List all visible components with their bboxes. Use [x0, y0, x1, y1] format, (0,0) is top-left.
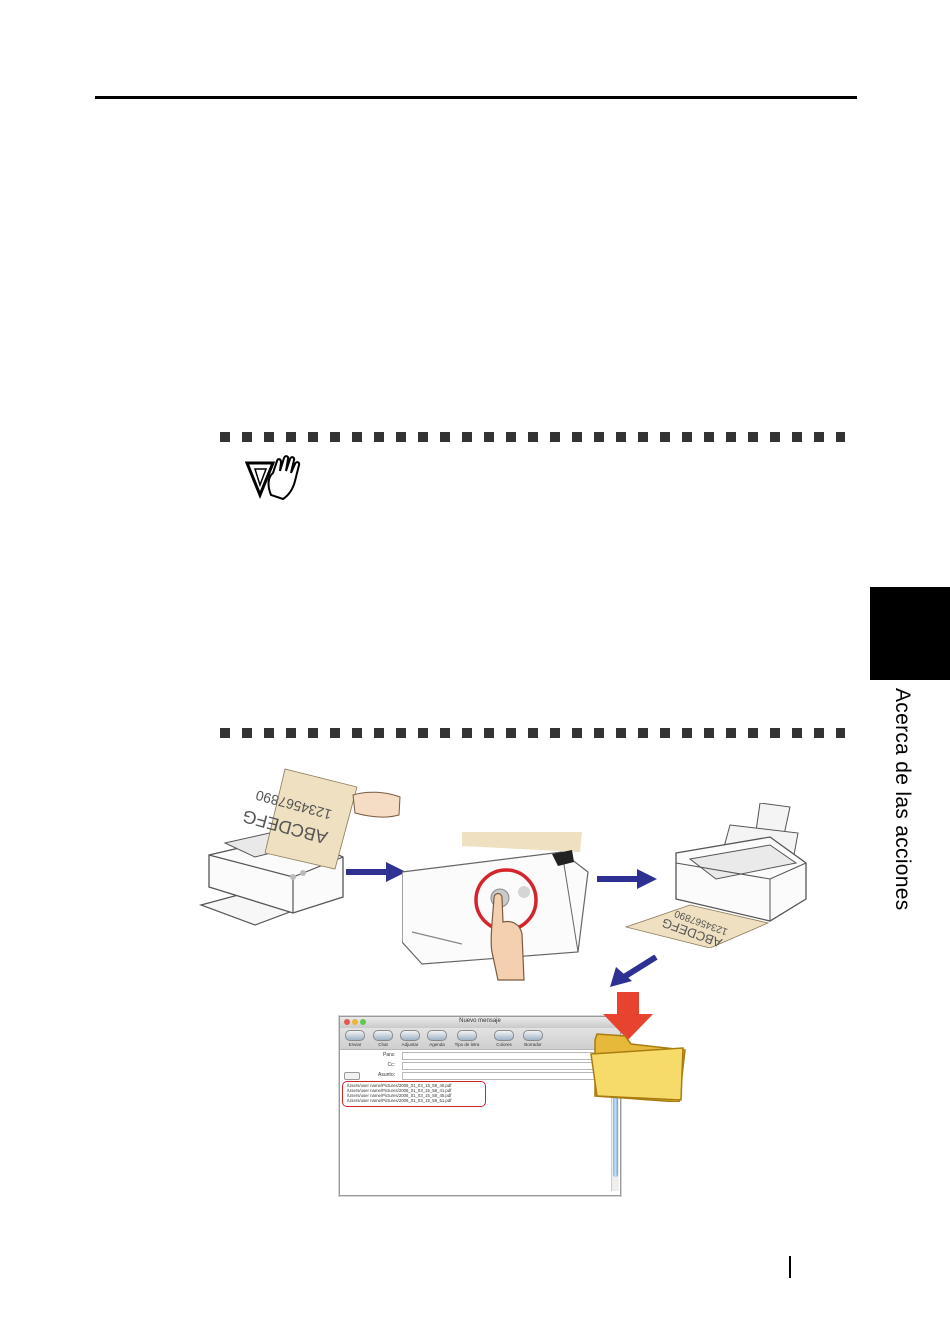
paperclip-icon — [400, 1030, 420, 1041]
subject-label: Asunto: — [378, 1072, 395, 1078]
mail-window-title: Nuevo mensaje — [459, 1018, 501, 1024]
scanner-output-illustration: 1234567890 ABCDEFG — [624, 803, 807, 948]
arrow-down-left-icon — [610, 955, 658, 987]
close-window-button[interactable] — [344, 1019, 350, 1025]
color-wheel-icon — [494, 1030, 514, 1041]
chapter-tab — [870, 587, 950, 680]
send-button[interactable]: Enviar — [342, 1030, 368, 1047]
attachment-item: /Users/user name/Pictures/2006_01_03_15_… — [347, 1093, 452, 1098]
chat-icon — [373, 1030, 393, 1041]
minimize-window-button[interactable] — [352, 1019, 358, 1025]
zoom-window-button[interactable] — [360, 1019, 366, 1025]
scroll-thumb[interactable] — [613, 1087, 618, 1177]
cc-field[interactable] — [402, 1062, 600, 1070]
font-icon — [457, 1030, 477, 1041]
attachment-item: /Users/user name/Pictures/2006_01_03_15_… — [347, 1083, 452, 1088]
caution-hand-icon — [244, 455, 301, 501]
account-menu-button[interactable] — [344, 1072, 360, 1080]
to-row: Para: — [340, 1051, 620, 1061]
send-icon — [345, 1030, 365, 1041]
arrow-right-icon-2 — [597, 869, 657, 889]
note-top-divider — [220, 432, 845, 442]
mail-compose-window: Nuevo mensaje Enviar Chat Adjuntar Agend… — [339, 1016, 621, 1196]
cc-row: Cc: — [340, 1061, 620, 1071]
draft-button[interactable]: Borrador — [520, 1030, 546, 1047]
attachment-item: /Users/user name/Pictures/2006_01_03_15_… — [347, 1098, 452, 1103]
attachments-highlight — [342, 1081, 486, 1107]
to-label: Para: — [383, 1052, 395, 1058]
scanner-loading-illustration: 1234567890 ABCDEFG — [199, 768, 401, 926]
subject-field[interactable] — [402, 1072, 600, 1080]
cc-label: Cc: — [387, 1062, 396, 1068]
arrow-right-icon — [346, 862, 406, 882]
chat-button[interactable]: Chat — [370, 1030, 396, 1047]
scan-button-press-illustration — [402, 832, 589, 981]
chapter-title: Acerca de las acciones — [891, 688, 914, 911]
attach-button[interactable]: Adjuntar — [397, 1030, 423, 1047]
message-scrollbar[interactable] — [611, 1083, 619, 1191]
attachment-item: /Users/user name/Pictures/2006_01_03_15_… — [347, 1088, 452, 1093]
message-body[interactable]: /Users/user name/Pictures/2006_01_03_15_… — [344, 1083, 494, 1103]
address-book-icon — [427, 1030, 447, 1041]
page-number-marker — [789, 1256, 791, 1278]
top-rule — [95, 96, 857, 99]
address-book-button[interactable]: Agenda — [424, 1030, 450, 1047]
folder-drop-icon — [590, 992, 686, 1102]
to-field[interactable] — [402, 1052, 600, 1060]
subject-row: Asunto: — [340, 1071, 620, 1081]
note-bottom-divider — [220, 728, 845, 738]
mail-toolbar: Enviar Chat Adjuntar Agenda Tipo de letr… — [340, 1028, 620, 1050]
colors-button[interactable]: Colores — [491, 1030, 517, 1047]
fonts-button[interactable]: Tipo de letra — [454, 1030, 480, 1047]
draft-icon — [523, 1030, 543, 1041]
